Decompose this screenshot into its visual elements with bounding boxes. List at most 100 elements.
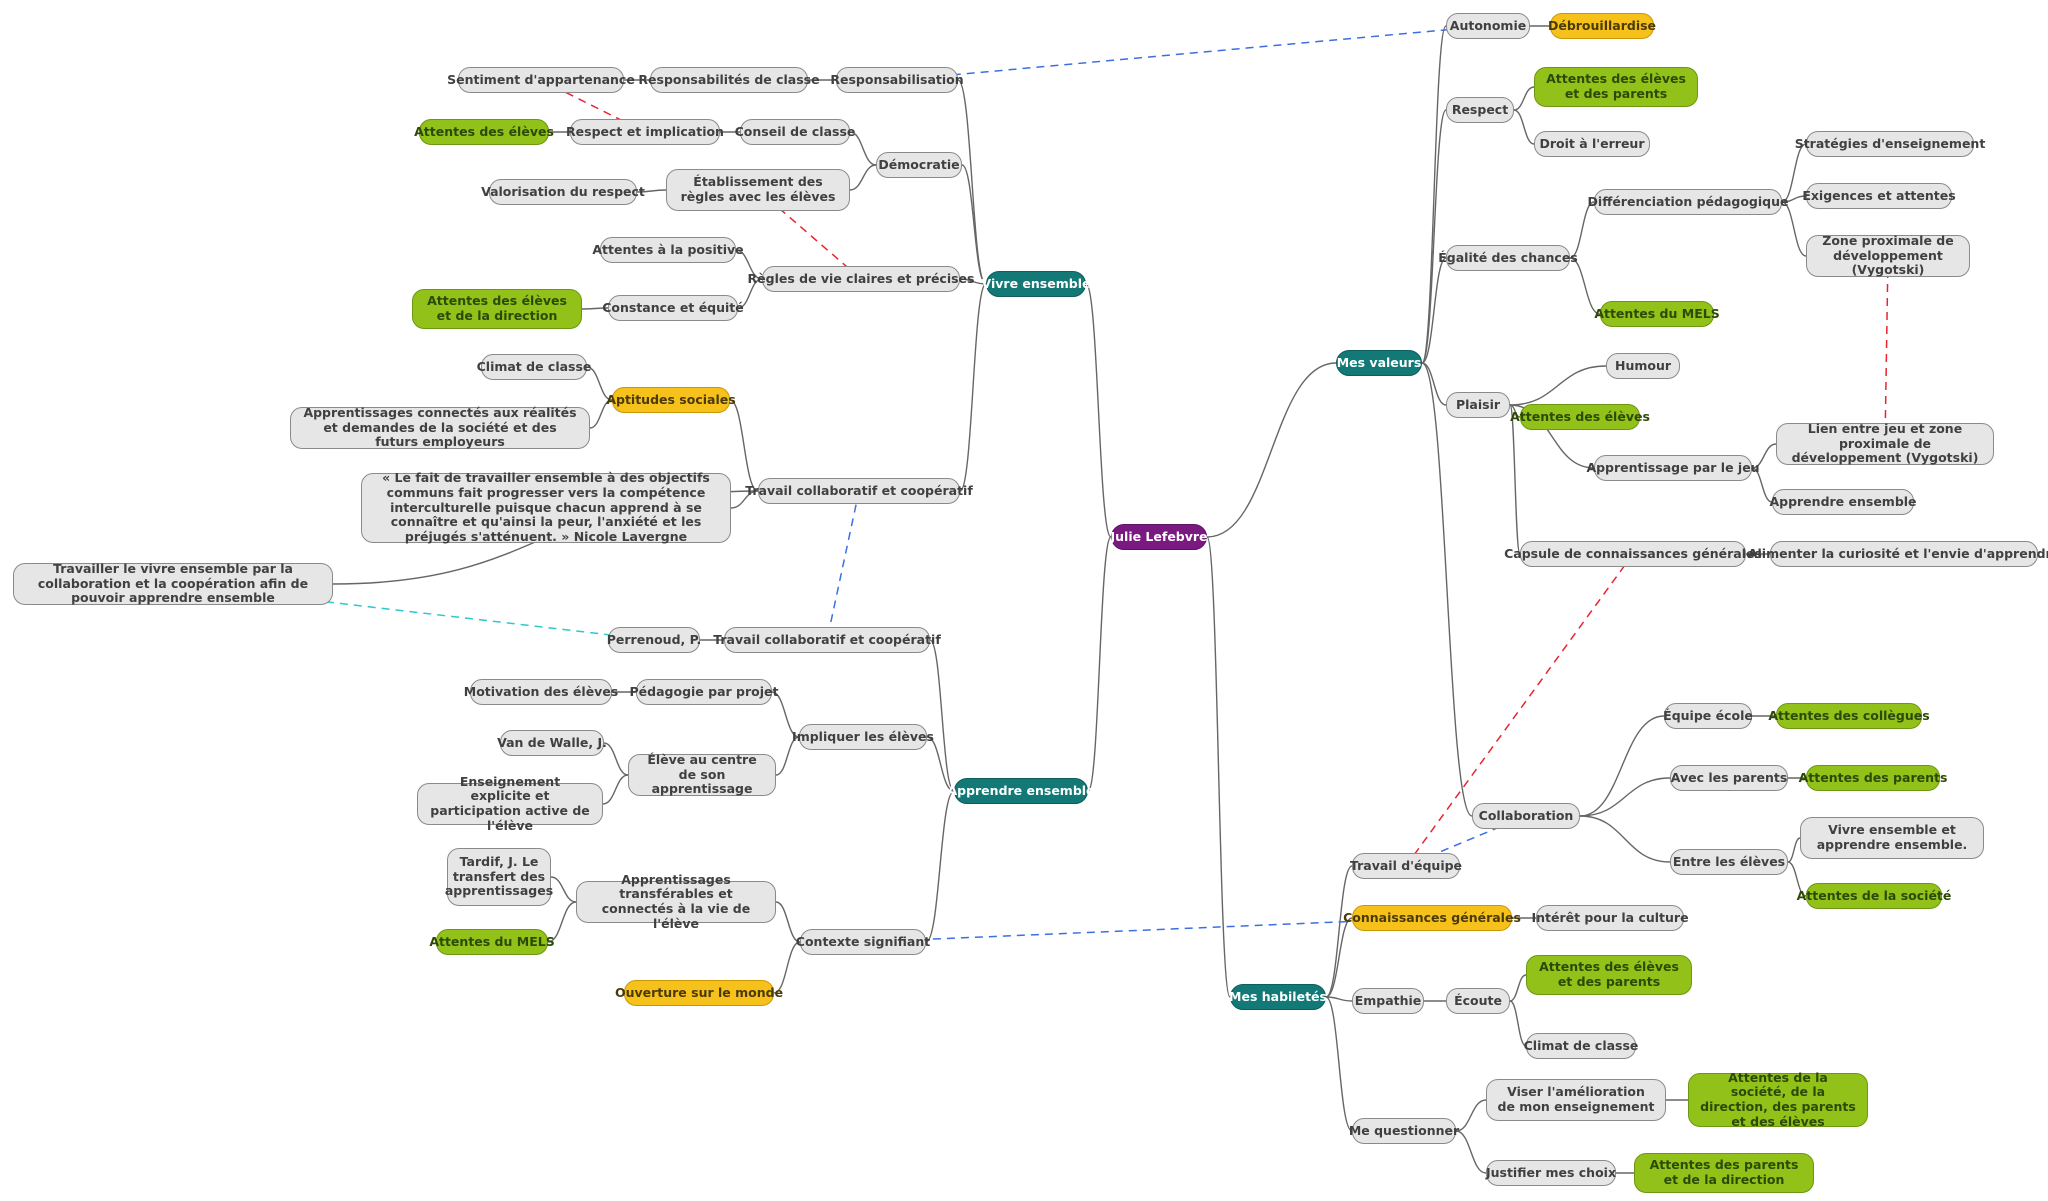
topic-sentiment[interactable]: Sentiment d'appartenance [447,67,635,93]
link-valeurs-to-autonomie [1421,25,1447,364]
topic-etab-regles[interactable]: Établissement des règles avec les élèves [666,169,850,211]
topic-zone-proximale[interactable]: Zone proximale de développement (Vygotsk… [1806,233,1970,277]
topic-strategies[interactable]: Stratégies d'enseignement [1795,131,1985,157]
topic-connaissances[interactable]: Connaissances générales [1343,905,1521,931]
topic-droit-erreur[interactable]: Droit à l'erreur [1534,131,1650,157]
topic-perrenoud[interactable]: Perrenoud, P. [607,627,701,653]
topic-att-eleves-1[interactable]: Attentes des élèves [414,119,554,145]
topic-viser[interactable]: Viser l'amélioration de mon enseignement [1486,1079,1666,1121]
topic-att-eleves-dir[interactable]: Attentes des élèves et de la direction [412,289,582,329]
topic-aptitudes[interactable]: Aptitudes sociales [606,387,736,413]
topic-conseil[interactable]: Conseil de classe [735,119,855,145]
topic-habiletes[interactable]: Mes habiletés [1229,984,1327,1010]
topic-root[interactable]: Julie Lefebvre [1110,524,1208,550]
topic-equipe-ecole[interactable]: Équipe école [1663,703,1753,729]
topic-differenciation[interactable]: Différenciation pédagogique [1588,189,1788,215]
topic-apprentissage-jeu[interactable]: Apprentissage par le jeu [1586,455,1760,481]
topic-travail-collab-1[interactable]: Travail collaboratif et coopératif [745,478,973,504]
topic-ecoute[interactable]: Écoute [1446,988,1510,1014]
topic-att-societe-dir[interactable]: Attentes de la société, de la direction,… [1688,1070,1868,1129]
topic-travail-equipe[interactable]: Travail d'équipe [1350,853,1462,879]
topic-att-collegues[interactable]: Attentes des collègues [1768,703,1930,729]
link-apprentissages-transf-to-tardif [550,876,577,903]
topic-apprendre-ens-leaf[interactable]: Apprendre ensemble [1769,489,1917,515]
topic-constance[interactable]: Constance et équité [602,295,744,321]
topic-apprendre[interactable]: Apprendre ensemble [947,778,1095,804]
topic-valorisation[interactable]: Valorisation du respect [481,179,645,205]
topic-humour[interactable]: Humour [1606,353,1680,379]
topic-autonomie[interactable]: Autonomie [1446,13,1530,39]
topic-att-mels-1[interactable]: Attentes du MELS [429,929,555,955]
link-apprendre-to-impliquer [926,736,955,792]
link-entre-eleves-to-vivre-apprendre [1787,837,1801,863]
link-egalite-to-differenciation [1569,201,1595,259]
link-democratie-to-etab-regles [849,164,877,191]
topic-climat-2[interactable]: Climat de classe [1524,1033,1638,1059]
relation-etab-regles-to-regles-vie [757,189,862,280]
topic-impliquer[interactable]: Impliquer les élèves [792,724,934,750]
link-apprendre-to-travail-collab-2 [929,639,955,792]
topic-travailler-vivre[interactable]: Travailler le vivre ensemble par la coll… [13,561,333,605]
link-respect-to-att-eleves-parents-1 [1513,86,1535,111]
topic-avec-parents[interactable]: Avec les parents [1670,765,1788,791]
topic-ouverture[interactable]: Ouverture sur le monde [615,980,783,1006]
link-apprendre-to-contexte [925,790,955,943]
topic-pedagogie-projet[interactable]: Pédagogie par projet [630,679,778,705]
topic-exigences[interactable]: Exigences et attentes [1802,183,1956,209]
link-root-to-habiletes [1206,536,1231,998]
topic-eleve-centre[interactable]: Élève au centre de son apprentissage [628,752,776,796]
link-plaisir-to-capsule [1509,404,1521,555]
link-vivre-to-democratie [961,164,987,285]
topic-att-parents[interactable]: Attentes des parents [1799,765,1947,791]
topic-tardif[interactable]: Tardif, J. Le transfert des apprentissag… [445,848,553,906]
topic-climat-1[interactable]: Climat de classe [477,354,591,380]
topic-van-walle[interactable]: Van de Walle, J. [497,730,607,756]
topic-apprentissages-conn[interactable]: Apprentissages connectés aux réalités et… [290,405,590,449]
topic-att-eleves-2[interactable]: Attentes des élèves [1510,404,1650,430]
topic-att-societe[interactable]: Attentes de la société [1797,883,1951,909]
topic-att-mels-2[interactable]: Attentes du MELS [1594,301,1720,327]
relation-zone-proximale-to-lien-jeu [1884,255,1889,445]
link-impliquer-to-eleve-centre [775,736,800,776]
topic-att-positive[interactable]: Attentes à la positive [592,237,744,263]
topic-lien-jeu[interactable]: Lien entre jeu et zone proximale de déve… [1776,421,1994,465]
link-etab-regles-to-valorisation [636,189,667,193]
topic-resp-classe[interactable]: Responsabilités de classe [638,67,820,93]
topic-att-eleves-parents-2[interactable]: Attentes des élèves et des parents [1526,955,1692,995]
topic-respect-impl[interactable]: Respect et implication [566,119,724,145]
link-contexte-to-apprentissages-transf [775,901,801,943]
topic-travail-collab-2[interactable]: Travail collaboratif et coopératif [713,627,941,653]
link-regles-vie-to-att-positive [735,249,763,280]
link-aptitudes-to-climat-1 [586,366,613,401]
topic-democratie[interactable]: Démocratie [876,152,962,178]
topic-citation[interactable]: « Le fait de travailler ensemble à des o… [361,470,731,544]
topic-vivre-apprendre[interactable]: Vivre ensemble et apprendre ensemble. [1800,817,1984,859]
topic-apprentissages-transf[interactable]: Apprentissages transférables et connecté… [576,872,776,931]
topic-justifier[interactable]: Justifier mes choix [1486,1160,1616,1186]
topic-contexte[interactable]: Contexte signifiant [796,929,930,955]
topic-regles-vie[interactable]: Règles de vie claires et précises [748,266,974,292]
topic-debrouillardise[interactable]: Débrouillardise [1548,13,1656,39]
topic-valeurs[interactable]: Mes valeurs [1336,350,1422,376]
topic-entre-eleves[interactable]: Entre les élèves [1670,849,1788,875]
link-valeurs-to-plaisir [1421,362,1447,406]
topic-enseignement-expl[interactable]: Enseignement explicite et participation … [417,774,603,833]
link-respect-to-droit-erreur [1513,109,1535,145]
topic-collaboration[interactable]: Collaboration [1472,803,1580,829]
topic-att-eleves-parents-1[interactable]: Attentes des élèves et des parents [1534,67,1698,107]
topic-vivre[interactable]: Vivre ensemble [982,271,1090,297]
topic-egalite[interactable]: Égalité des chances [1438,245,1578,271]
topic-att-parents-dir[interactable]: Attentes des parents et de la direction [1634,1153,1814,1193]
topic-motivation[interactable]: Motivation des élèves [464,679,618,705]
link-habiletes-to-questionner [1325,996,1353,1132]
topic-respect[interactable]: Respect [1446,97,1514,123]
topic-curiosite[interactable]: Alimenter la curiosité et l'envie d'appr… [1748,541,2048,567]
relation-responsabilisation-to-autonomie [896,25,1489,81]
topic-plaisir[interactable]: Plaisir [1446,392,1510,418]
topic-interet-culture[interactable]: Intérêt pour la culture [1531,905,1689,931]
topic-responsabilisation[interactable]: Responsabilisation [830,67,964,93]
topic-empathie[interactable]: Empathie [1352,988,1424,1014]
link-habiletes-to-travail-equipe [1325,865,1353,998]
topic-questionner[interactable]: Me questionner [1349,1118,1459,1144]
topic-capsule[interactable]: Capsule de connaissances générales [1504,541,1762,567]
